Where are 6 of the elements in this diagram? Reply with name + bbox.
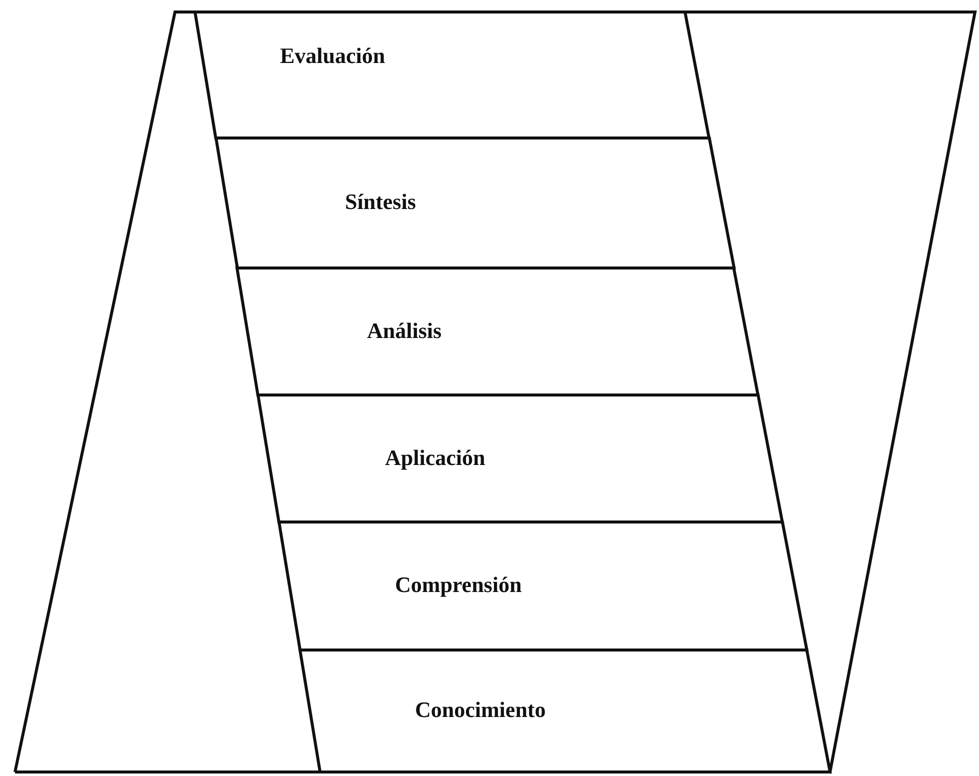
level-label: Comprensión	[394, 572, 522, 598]
level-label: Síntesis	[344, 189, 416, 215]
level-label: Evaluación	[280, 43, 386, 69]
level-label: Análisis	[366, 318, 442, 344]
level-label: Aplicación	[384, 444, 486, 470]
level-label: Conocimiento	[414, 697, 546, 723]
